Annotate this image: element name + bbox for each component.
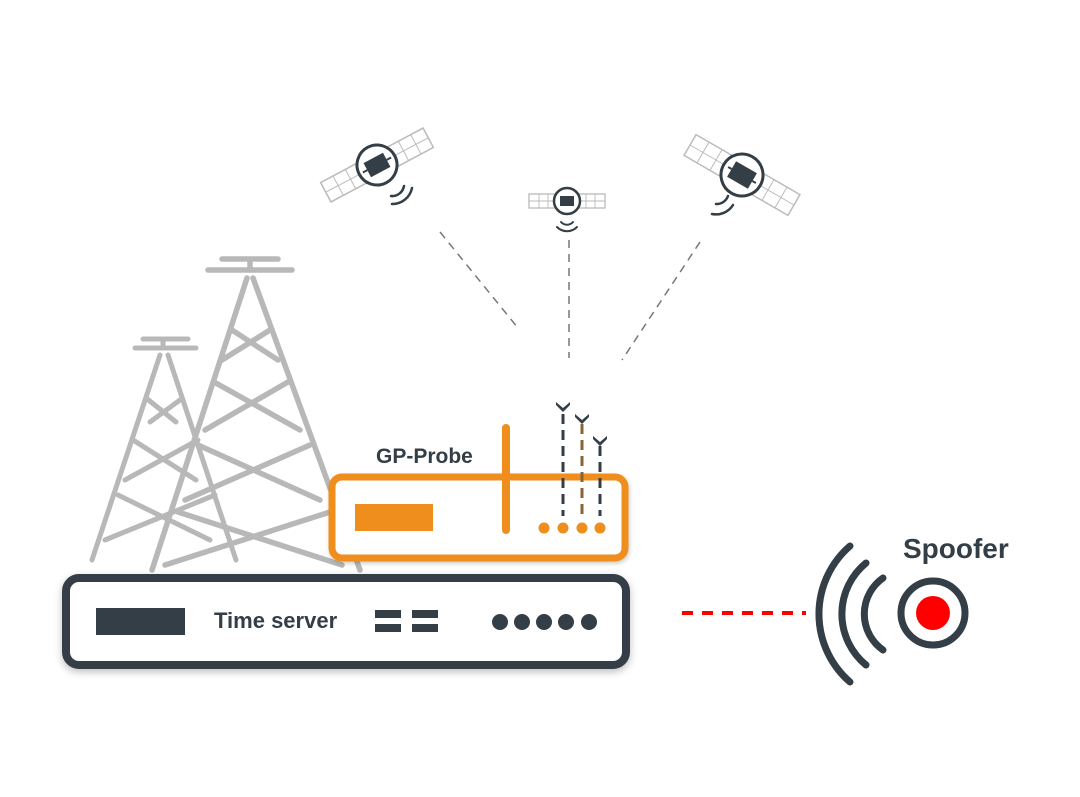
spoofer-label: Spoofer: [903, 533, 1009, 564]
incoming-signals: [561, 414, 602, 516]
signal-waves-icon: [389, 184, 414, 206]
probe-display: [355, 504, 433, 531]
transmission-tower-icon: [89, 336, 239, 563]
time-server-device: [62, 574, 630, 669]
satellite-icon: [319, 127, 435, 203]
probe-led-row: [538, 522, 606, 534]
arrow-down-icon: [556, 402, 607, 446]
signal-lines: [439, 231, 701, 361]
spoofer-broadcast-icon: [815, 542, 969, 686]
server-port-icon: [375, 610, 438, 632]
signal-waves-icon: [556, 221, 578, 233]
signal-waves-icon: [710, 194, 735, 216]
server-led-row: [492, 614, 597, 630]
satellite-icon: [528, 186, 606, 216]
gp-probe-device: [328, 402, 629, 562]
transmission-tower-icon: [149, 256, 363, 573]
probe-label: GP-Probe: [376, 445, 473, 468]
server-display: [96, 608, 185, 635]
time-server-label: Time server: [214, 608, 338, 633]
satellite-icon: [683, 133, 801, 217]
